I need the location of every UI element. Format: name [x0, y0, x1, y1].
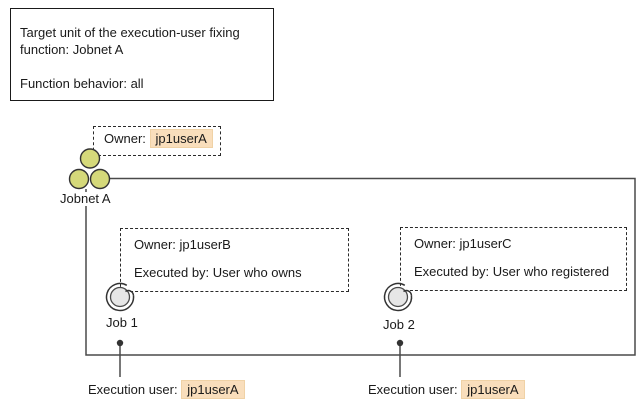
info-box-line: Function behavior: all [20, 76, 144, 91]
jobnet-owner-value-highlight: jp1userA [149, 129, 213, 148]
job1-label: Job 1 [106, 315, 138, 330]
info-box-line: function: Jobnet A [20, 42, 124, 57]
info-box-line [20, 58, 263, 75]
job2-label: Job 2 [383, 317, 415, 332]
jobnet-owner-label: Owner: [104, 131, 146, 146]
job1-executed-by-line: Executed by: User who owns [134, 265, 302, 280]
job1-execution-user-label: Execution user: [88, 382, 178, 397]
job2-execution-user-value-highlight: jp1userA [461, 380, 525, 399]
job2-anchor-dot [396, 339, 404, 347]
info-box: Target unit of the execution-user fixing… [10, 8, 274, 101]
job1-anchor-dot [116, 339, 124, 347]
jobnet-label: Jobnet A [58, 191, 113, 206]
job2-executed-by-line: Executed by: User who registered [414, 264, 610, 279]
job1-owner-box: Owner: jp1userB Executed by: User who ow… [120, 228, 349, 292]
job2-owner-line: Owner: jp1userC [414, 236, 512, 251]
job1-owner-line: Owner: jp1userB [134, 237, 231, 252]
jobnet-owner-box: Owner: jp1userA [93, 126, 221, 156]
job1-execution-user-value-highlight: jp1userA [181, 380, 245, 399]
job2-execution-user-label: Execution user: [368, 382, 458, 397]
job2-execution-user: Execution user: jp1userA [368, 380, 525, 399]
info-box-line: Target unit of the execution-user fixing [20, 25, 240, 40]
job2-owner-box: Owner: jp1userC Executed by: User who re… [400, 227, 627, 291]
job1-execution-user: Execution user: jp1userA [88, 380, 245, 399]
